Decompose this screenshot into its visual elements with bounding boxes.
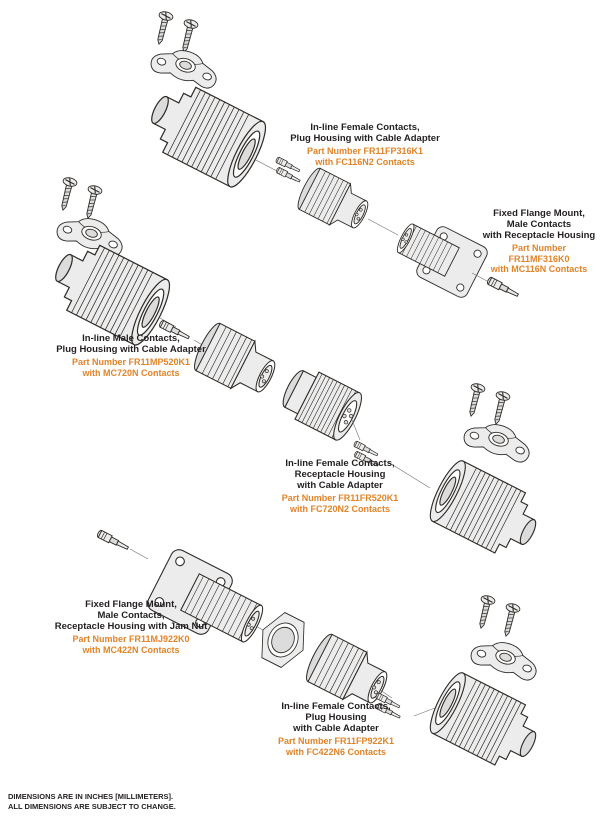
male-contact (485, 276, 521, 300)
assembly-illustration-mp520 (42, 176, 284, 403)
assembly-label-mj922: Fixed Flange Mount, Male Contacts, Recep… (33, 599, 229, 655)
assembly-part-number: Part Number FR11FR520K1 with FC720N2 Con… (281, 493, 399, 514)
assembly-title: In-line Male Contacts, Plug Housing with… (56, 333, 206, 355)
assembly-illustration-fp316 (138, 10, 376, 238)
flange-receptacle-housing (388, 210, 491, 301)
cable-adapter-housing (423, 668, 549, 777)
screw-pair (152, 10, 199, 53)
assembly-label-mp520: In-line Male Contacts, Plug Housing with… (38, 333, 224, 378)
receptacle-housing (275, 362, 368, 444)
cable-adapter-housing (42, 232, 177, 350)
dimensions-note: DIMENSIONS ARE IN INCHES [MILLIMETERS]. … (8, 792, 176, 811)
dimensions-note-line1: DIMENSIONS ARE IN INCHES [MILLIMETERS]. (8, 792, 174, 801)
assembly-part-number: Part Number FR11MP520K1 with MC720N Cont… (71, 357, 191, 378)
assembly-label-mf316: Fixed Flange Mount, Male Contacts with R… (476, 208, 602, 275)
screw-pair (464, 382, 511, 425)
leader-line (379, 689, 393, 699)
assembly-label-fr520: In-line Female Contacts, Receptacle Hous… (262, 458, 418, 514)
assembly-title: In-line Female Contacts, Plug Housing wi… (281, 701, 391, 734)
leader-line (471, 272, 488, 282)
screw-pair (56, 176, 103, 219)
assembly-title: Fixed Flange Mount, Male Contacts with R… (482, 208, 596, 241)
assembly-part-number: Part Number FR11FP316K1 with FC116N2 Con… (306, 146, 424, 167)
assembly-title: In-line Female Contacts, Receptacle Hous… (285, 458, 395, 491)
cable-clamp (468, 633, 543, 683)
assembly-illustration-fp922 (301, 594, 549, 777)
leader-line (367, 218, 399, 236)
screw-pair (474, 594, 521, 637)
assembly-title: In-line Female Contacts, Plug Housing wi… (290, 122, 440, 144)
assembly-illustration-fr520 (275, 362, 549, 565)
leader-line (129, 548, 149, 560)
cable-clamp (54, 209, 129, 259)
male-contact (95, 529, 131, 553)
assembly-label-fp922: In-line Female Contacts, Plug Housing wi… (258, 701, 414, 757)
assembly-part-number: Part Number FR11FP922K1 with FC422N6 Con… (277, 736, 395, 757)
assembly-label-fp316: In-line Female Contacts, Plug Housing wi… (272, 122, 458, 167)
leader-line (351, 419, 361, 441)
assembly-illustration-mj922 (95, 529, 316, 674)
assembly-part-number: Part Number FR11MF316K0 with MC116N Cont… (490, 243, 588, 274)
assembly-part-number: Part Number FR11MJ922K0 with MC422N Cont… (72, 634, 190, 655)
plug-housing (293, 165, 376, 238)
assembly-title: Fixed Flange Mount, Male Contacts, Recep… (54, 599, 208, 632)
dimensions-note-line2: ALL DIMENSIONS ARE SUBJECT TO CHANGE. (8, 801, 176, 811)
cable-clamp (461, 415, 536, 465)
assembly-illustration-mf316 (367, 210, 521, 301)
cable-adapter-housing (138, 74, 273, 192)
leader-line (387, 461, 431, 489)
cable-adapter-housing (423, 456, 549, 565)
